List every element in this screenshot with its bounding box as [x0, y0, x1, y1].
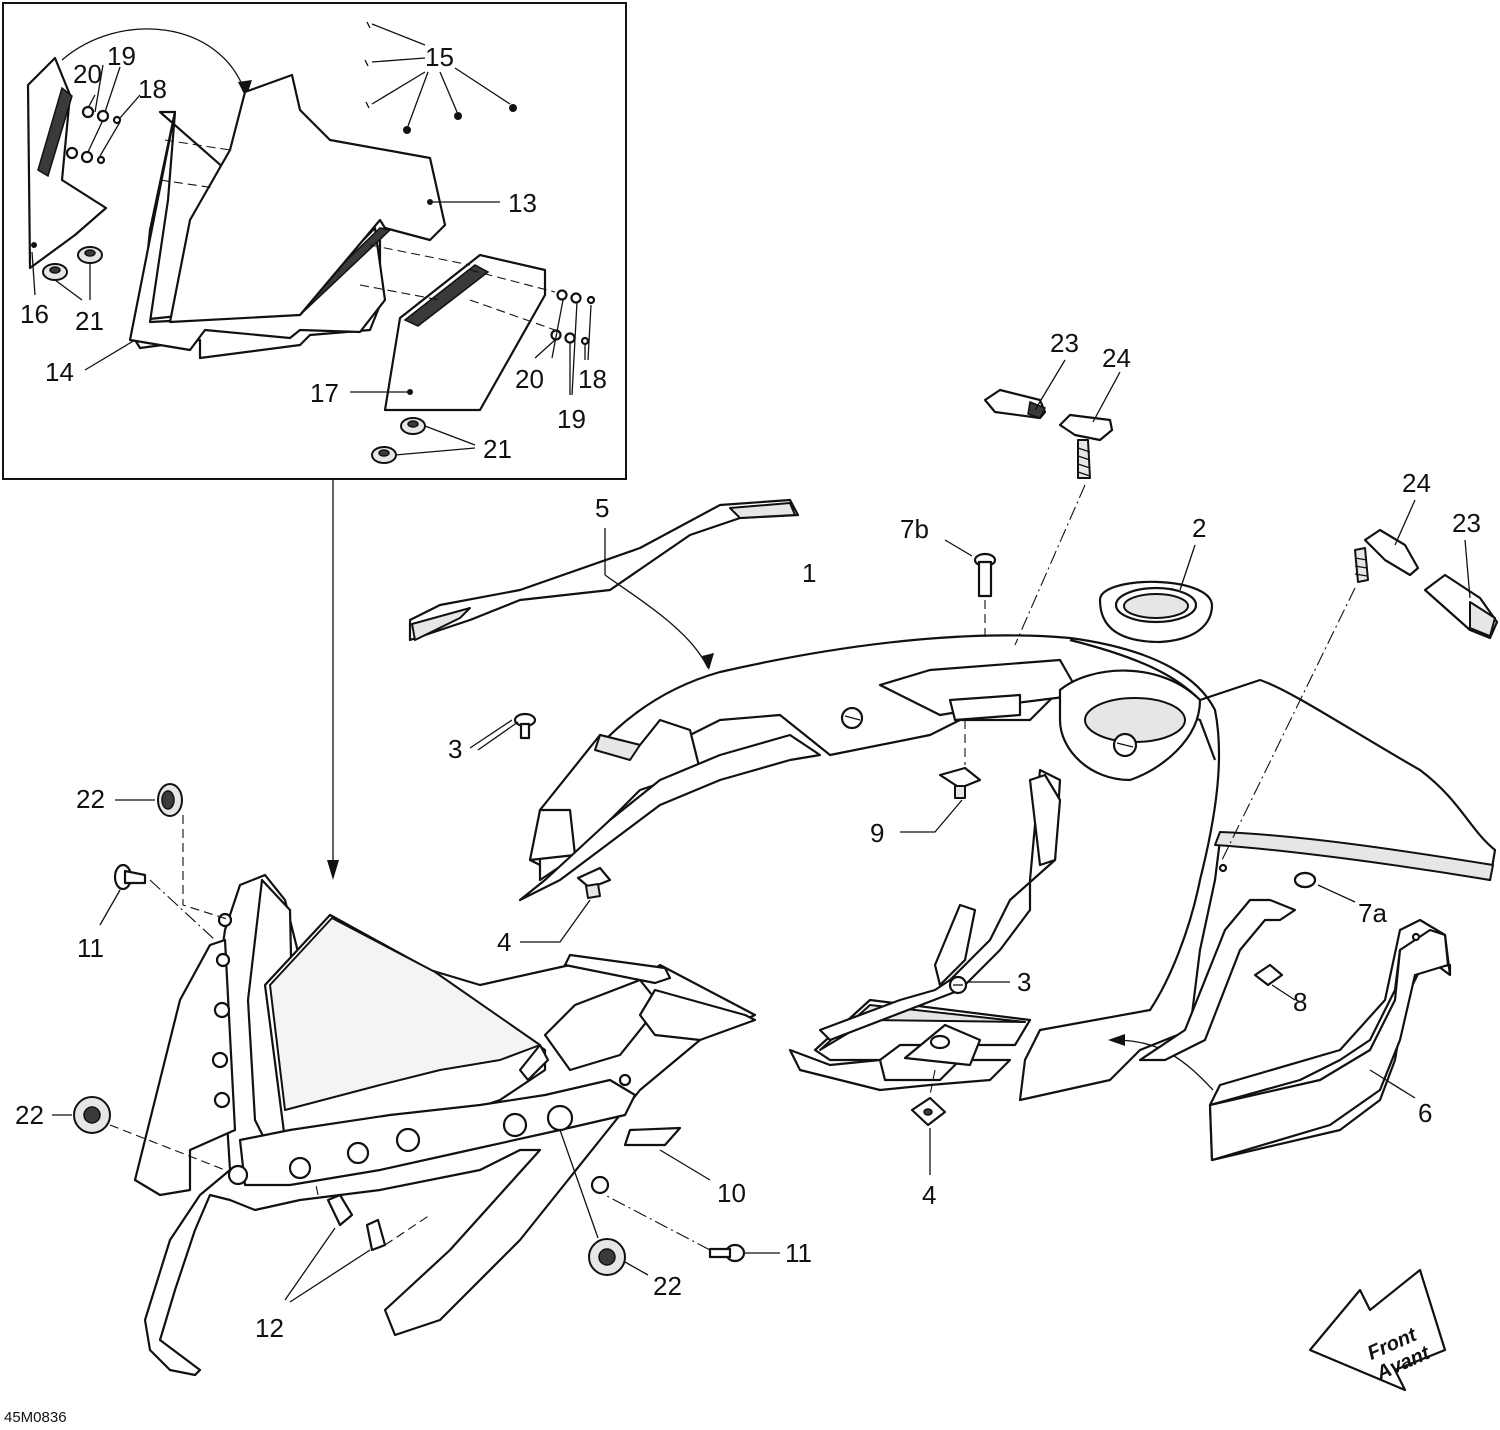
label-19-right: 19 — [557, 404, 586, 434]
label-20-right: 20 — [515, 364, 544, 394]
label-10: 10 — [717, 1178, 746, 1208]
screw-7a — [1293, 871, 1317, 889]
label-1: 1 — [802, 558, 816, 588]
grommet-22-left — [73, 1096, 111, 1134]
callout-labels: 1 2 3 3 4 4 5 6 7a 7b 8 9 10 11 11 12 13… — [15, 41, 1481, 1343]
nut-8 — [1253, 963, 1284, 987]
part-2-fuel-cap — [1098, 580, 1214, 644]
label-3-left: 3 — [448, 734, 462, 764]
label-8: 8 — [1293, 987, 1307, 1017]
label-14: 14 — [45, 357, 74, 387]
screw-3-left — [513, 712, 537, 740]
label-2: 2 — [1192, 513, 1206, 543]
parts-23-24-right — [1354, 528, 1499, 640]
fastener-7b — [973, 552, 997, 598]
part-17-right-deflector — [383, 253, 547, 412]
label-11-right: 11 — [785, 1238, 812, 1268]
part-5-top-trim — [408, 498, 800, 642]
label-16: 16 — [20, 299, 49, 329]
label-4-right: 4 — [922, 1180, 936, 1210]
part-16-left-deflector — [26, 56, 108, 270]
label-6: 6 — [1418, 1098, 1432, 1128]
screw-3-right — [948, 975, 968, 995]
part-6-side-trim — [1208, 918, 1452, 1162]
front-direction-marker — [1308, 1268, 1447, 1392]
label-23-top: 23 — [1050, 328, 1079, 358]
label-22-bottom: 22 — [653, 1271, 682, 1301]
label-19-top: 19 — [107, 41, 136, 71]
screw-11-left — [113, 863, 147, 891]
label-18-top: 18 — [138, 74, 167, 104]
nut-4-right — [910, 1096, 947, 1127]
label-22-left: 22 — [15, 1100, 44, 1130]
grommet-22-bottom — [588, 1238, 626, 1276]
hardware-right-18-19-20 — [550, 289, 596, 346]
inset-frame — [2, 2, 627, 480]
part-14-windshield — [128, 73, 447, 360]
clip-9 — [938, 766, 982, 799]
parts-23-24-top — [983, 388, 1114, 479]
clips-12 — [326, 1193, 387, 1252]
label-4-left: 4 — [497, 927, 511, 957]
nut-4-left — [576, 866, 612, 899]
label-13: 13 — [508, 188, 537, 218]
label-5: 5 — [595, 493, 609, 523]
label-7b: 7b — [900, 514, 929, 544]
label-7a: 7a — [1358, 898, 1387, 928]
label-21-left: 21 — [75, 306, 104, 336]
label-22-top: 22 — [76, 784, 105, 814]
label-9: 9 — [870, 818, 884, 848]
label-17: 17 — [310, 378, 339, 408]
label-24-top: 24 — [1102, 343, 1131, 373]
label-24-right: 24 — [1402, 468, 1431, 498]
label-21-right: 21 — [483, 434, 512, 464]
label-20-top: 20 — [73, 59, 102, 89]
part-1-main-body — [518, 634, 1497, 1102]
drawing-code: 45M0836 — [4, 1409, 67, 1426]
label-11-left: 11 — [77, 933, 104, 963]
fasteners-15 — [364, 21, 517, 134]
label-12: 12 — [255, 1313, 284, 1343]
part-10-nose — [133, 873, 757, 1377]
screw-11-right — [708, 1243, 746, 1263]
label-3-right: 3 — [1017, 967, 1031, 997]
label-15: 15 — [425, 42, 454, 72]
label-23-right: 23 — [1452, 508, 1481, 538]
label-18-right: 18 — [578, 364, 607, 394]
grommet-22-top — [157, 783, 183, 817]
grommets-21-inset — [42, 246, 426, 464]
